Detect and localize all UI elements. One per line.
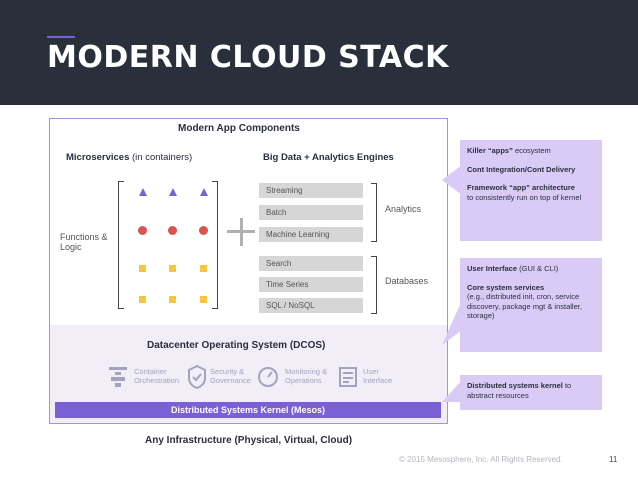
callout-kernel-rest: to abstract resources [467, 381, 572, 400]
callout-ui-title: User Interface [467, 264, 518, 273]
container-square-icon [136, 293, 149, 306]
container-circle-icon [197, 224, 210, 237]
container-circle-icon [166, 224, 179, 237]
callout-dcos: User Interface (GUI & CLI) Core system s… [460, 258, 602, 352]
functions-label-line2: Logic [60, 242, 82, 252]
container-square-icon [197, 293, 210, 306]
callout-apps-rest: ecosystem [512, 146, 551, 155]
container-orchestration-icon [109, 367, 127, 387]
container-square-icon [197, 262, 210, 275]
slide-title: MODERN CLOUD STACK [47, 40, 449, 75]
callout-kernel-title: Distributed systems kernel [467, 381, 563, 390]
database-item-timeseries: Time Series [259, 277, 363, 292]
databases-label: Databases [385, 276, 429, 286]
modern-app-title: Modern App Components [178, 123, 300, 134]
database-item-sql: SQL / NoSQL [259, 298, 363, 313]
container-square-icon [136, 262, 149, 275]
container-triangle-icon [166, 186, 179, 199]
analytics-item-streaming: Streaming [259, 183, 363, 198]
callout-apps: Killer “apps” ecosystem Cont Integration… [460, 140, 602, 241]
functions-label-line1: Functions & [60, 232, 108, 242]
analytics-bracket [371, 183, 377, 242]
copyright-text: © 2015 Mesosphere, Inc. All Rights Reser… [399, 455, 563, 464]
user-interface-icon [339, 367, 357, 387]
callout-framework-title: Framework “app” architecture [467, 183, 575, 192]
callout-framework-rest: to consistently run on top of kernel [467, 192, 582, 202]
container-square-icon [166, 262, 179, 275]
infrastructure-label: Any Infrastructure (Physical, Virtual, C… [145, 435, 353, 446]
container-square-icon [166, 293, 179, 306]
callout-ui-rest: (GUI & CLI) [517, 264, 559, 273]
header-banner [0, 0, 638, 105]
monitoring-operations-icon [258, 367, 278, 387]
functions-label: Functions & Logic [60, 232, 108, 252]
plus-icon-vertical [239, 218, 243, 246]
analytics-item-ml: Machine Learning [259, 227, 363, 242]
dcos-title: Datacenter Operating System (DCOS) [147, 340, 326, 351]
security-governance-icon [188, 364, 206, 390]
microservices-heading: Microservices (in containers) [66, 152, 192, 163]
microservices-label: Microservices [66, 152, 130, 163]
functions-bracket-left [118, 181, 124, 309]
callout-core-services-rest: (e.g., distributed init, cron, service d… [467, 292, 582, 320]
callout-connectors [442, 165, 462, 402]
dcos-component-monitoring: Monitoring &Operations [285, 367, 328, 385]
kernel-bar: Distributed Systems Kernel (Mesos) [55, 402, 441, 418]
container-triangle-icon [136, 186, 149, 199]
callout-core-services-title: Core system services [467, 282, 545, 292]
page-number: 11 [609, 455, 618, 464]
stack-diagram-frame [49, 118, 448, 424]
analytics-item-batch: Batch [259, 205, 363, 220]
title-accent-line [47, 36, 75, 38]
microservices-suffix: (in containers) [129, 152, 193, 163]
databases-bracket [371, 256, 377, 314]
callout-apps-title: Killer “apps” [467, 146, 513, 155]
analytics-label: Analytics [385, 204, 422, 214]
callout-ci-cd: Cont Integration/Cont Delivery [467, 164, 576, 174]
bigdata-heading: Big Data + Analytics Engines [263, 152, 394, 163]
dcos-component-security: Security &Governance [210, 367, 251, 385]
functions-bracket-right [212, 181, 218, 309]
callout-kernel: Distributed systems kernel to abstract r… [460, 375, 602, 410]
container-triangle-icon [197, 186, 210, 199]
container-circle-icon [136, 224, 149, 237]
database-item-search: Search [259, 256, 363, 271]
